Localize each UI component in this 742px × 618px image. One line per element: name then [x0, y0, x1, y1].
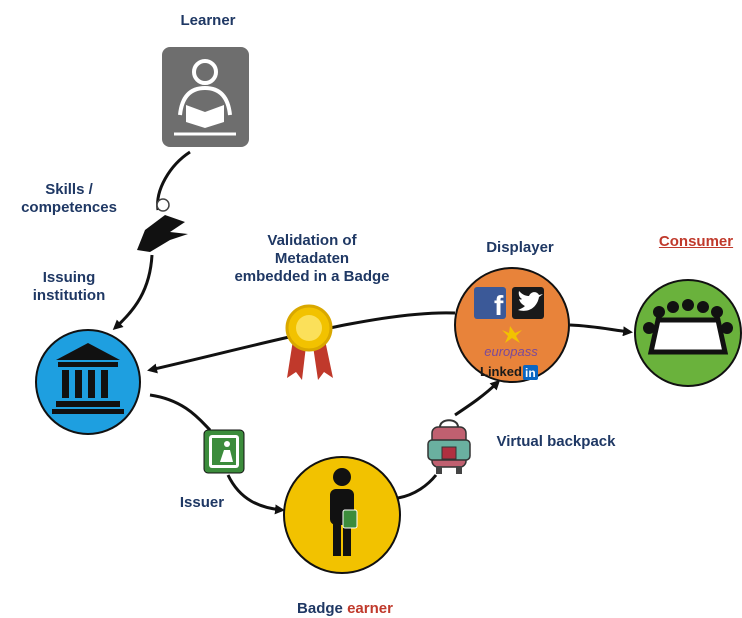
connector-earner-to-backpack	[397, 474, 438, 500]
ribbon-icon	[285, 304, 333, 380]
virtual-backpack-label: Virtual backpack	[496, 433, 616, 450]
facebook-icon: f	[474, 287, 506, 321]
earner-word: earner	[347, 600, 393, 617]
consumer-label: Consumer	[658, 233, 734, 250]
issuer-icon	[203, 429, 245, 474]
validation-label-line2: Metadaten	[274, 250, 350, 267]
connector-backpack-to-displayer	[454, 379, 501, 417]
reader-icon	[162, 47, 249, 147]
validation-label-line3: embedded in a Badge	[234, 268, 390, 285]
issuing-label-line1: Issuing	[42, 269, 96, 286]
badge-word: Badge	[297, 600, 343, 617]
skills-label-line1: Skills /	[45, 181, 93, 198]
linkedin-icon: Linked in	[480, 364, 538, 380]
skills-label-line2: competences	[21, 199, 117, 216]
meeting-icon	[634, 279, 742, 387]
person-icon	[283, 456, 401, 574]
issuer-label: Issuer	[179, 494, 225, 511]
hand-icon	[137, 198, 188, 252]
skills-label: Skills / competences	[5, 181, 133, 217]
validation-label-line1: Validation of	[267, 232, 357, 249]
connector-hand-to-issuing	[112, 254, 154, 331]
badge-earner-label: Badge earner	[280, 600, 410, 618]
connector-displayer-to-consumer	[569, 323, 633, 337]
linkedin-in-text: in	[525, 366, 536, 380]
displayer-label: Displayer	[486, 239, 554, 256]
institution-icon	[35, 329, 141, 435]
europass-text: europass	[484, 344, 538, 359]
connector-issuer-to-earner	[226, 474, 285, 515]
twitter-icon	[512, 287, 544, 319]
backpack-icon	[427, 419, 471, 474]
issuing-institution-label: Issuing institution	[14, 269, 124, 305]
linkedin-text: Linked	[480, 364, 522, 379]
learner-label: Learner	[180, 12, 236, 29]
europass-icon: europass	[484, 326, 538, 359]
issuing-label-line2: institution	[32, 287, 106, 304]
connector-issuing-to-issuer	[149, 393, 212, 432]
validation-label: Validation of Metadaten embedded in a Ba…	[222, 232, 402, 286]
svg-text:f: f	[494, 290, 504, 321]
